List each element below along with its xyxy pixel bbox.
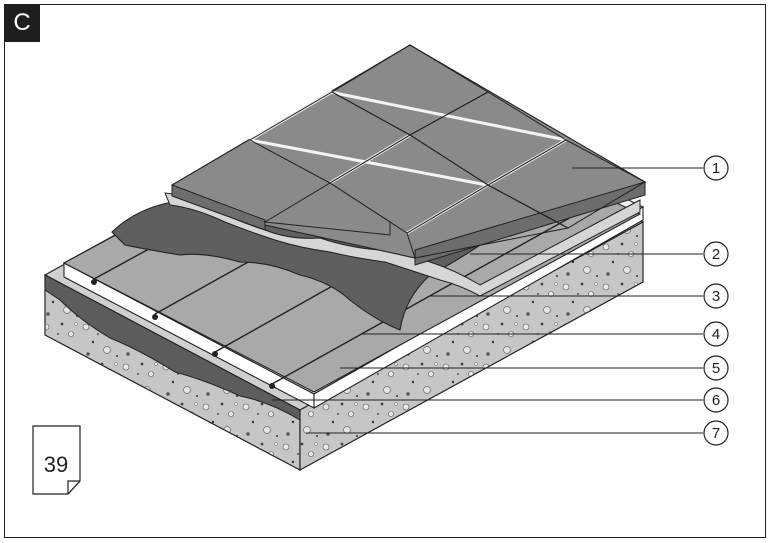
svg-text:2: 2 <box>712 246 720 263</box>
bonding-layer-edge <box>44 274 301 421</box>
tile-edge-front <box>414 181 646 266</box>
callout-7: 7 <box>703 420 729 446</box>
page-badge: 39 <box>32 425 81 495</box>
callout-leaders <box>272 167 703 434</box>
callout-1: 1 <box>703 155 729 181</box>
svg-text:4: 4 <box>712 326 720 343</box>
heating-pipes <box>91 279 275 389</box>
svg-text:1: 1 <box>712 160 720 177</box>
svg-text:39: 39 <box>44 452 68 477</box>
svg-text:7: 7 <box>712 425 720 442</box>
callout-3: 3 <box>703 283 729 309</box>
svg-text:5: 5 <box>712 360 720 377</box>
callout-2: 2 <box>703 241 729 267</box>
svg-text:3: 3 <box>712 288 720 305</box>
figure-frame <box>4 4 766 538</box>
section-label: C <box>4 4 40 42</box>
callout-5: 5 <box>703 355 729 381</box>
callout-4: 4 <box>703 321 729 347</box>
svg-text:6: 6 <box>712 392 720 409</box>
tile-edge-left <box>171 184 266 231</box>
cut-tile-piece <box>263 182 391 236</box>
callout-6: 6 <box>703 387 729 413</box>
